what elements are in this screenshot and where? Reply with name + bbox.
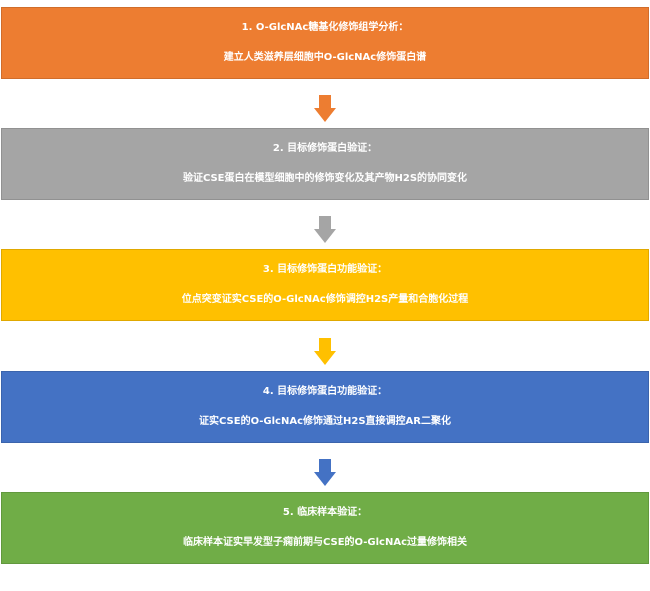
step-3-title: 3. 目标修饰蛋白功能验证：: [262, 264, 388, 275]
arrow-down-icon: [314, 216, 336, 244]
step-5-title: 5. 临床样本验证：: [282, 507, 368, 518]
step-1-detail: 建立人类滋养层细胞中O-GlcNAc修饰蛋白谱: [223, 52, 427, 63]
step-1-title: 1. O-GlcNAc糖基化修饰组学分析：: [241, 22, 409, 33]
arrow-down-icon: [314, 338, 336, 366]
step-3-detail: 位点突变证实CSE的O-GlcNAc修饰调控H2S产量和合胞化过程: [181, 294, 469, 305]
step-5-detail: 临床样本证实早发型子痫前期与CSE的O-GlcNAc过量修饰相关: [183, 537, 467, 548]
step-2-detail: 验证CSE蛋白在模型细胞中的修饰变化及其产物H2S的协同变化: [182, 173, 468, 184]
step-2-title: 2. 目标修饰蛋白验证：: [272, 143, 378, 154]
step-4-detail: 证实CSE的O-GlcNAc修饰通过H2S直接调控AR二聚化: [199, 416, 451, 427]
step-4-box: 4. 目标修饰蛋白功能验证： 证实CSE的O-GlcNAc修饰通过H2S直接调控…: [1, 371, 649, 443]
arrow-down-icon: [314, 459, 336, 487]
step-1-box: 1. O-GlcNAc糖基化修饰组学分析： 建立人类滋养层细胞中O-GlcNAc…: [1, 7, 649, 79]
arrow-down-icon: [314, 95, 336, 123]
step-5-box: 5. 临床样本验证： 临床样本证实早发型子痫前期与CSE的O-GlcNAc过量修…: [1, 492, 649, 564]
step-3-box: 3. 目标修饰蛋白功能验证： 位点突变证实CSE的O-GlcNAc修饰调控H2S…: [1, 249, 649, 321]
step-4-title: 4. 目标修饰蛋白功能验证：: [262, 386, 388, 397]
step-2-box: 2. 目标修饰蛋白验证： 验证CSE蛋白在模型细胞中的修饰变化及其产物H2S的协…: [1, 128, 649, 200]
